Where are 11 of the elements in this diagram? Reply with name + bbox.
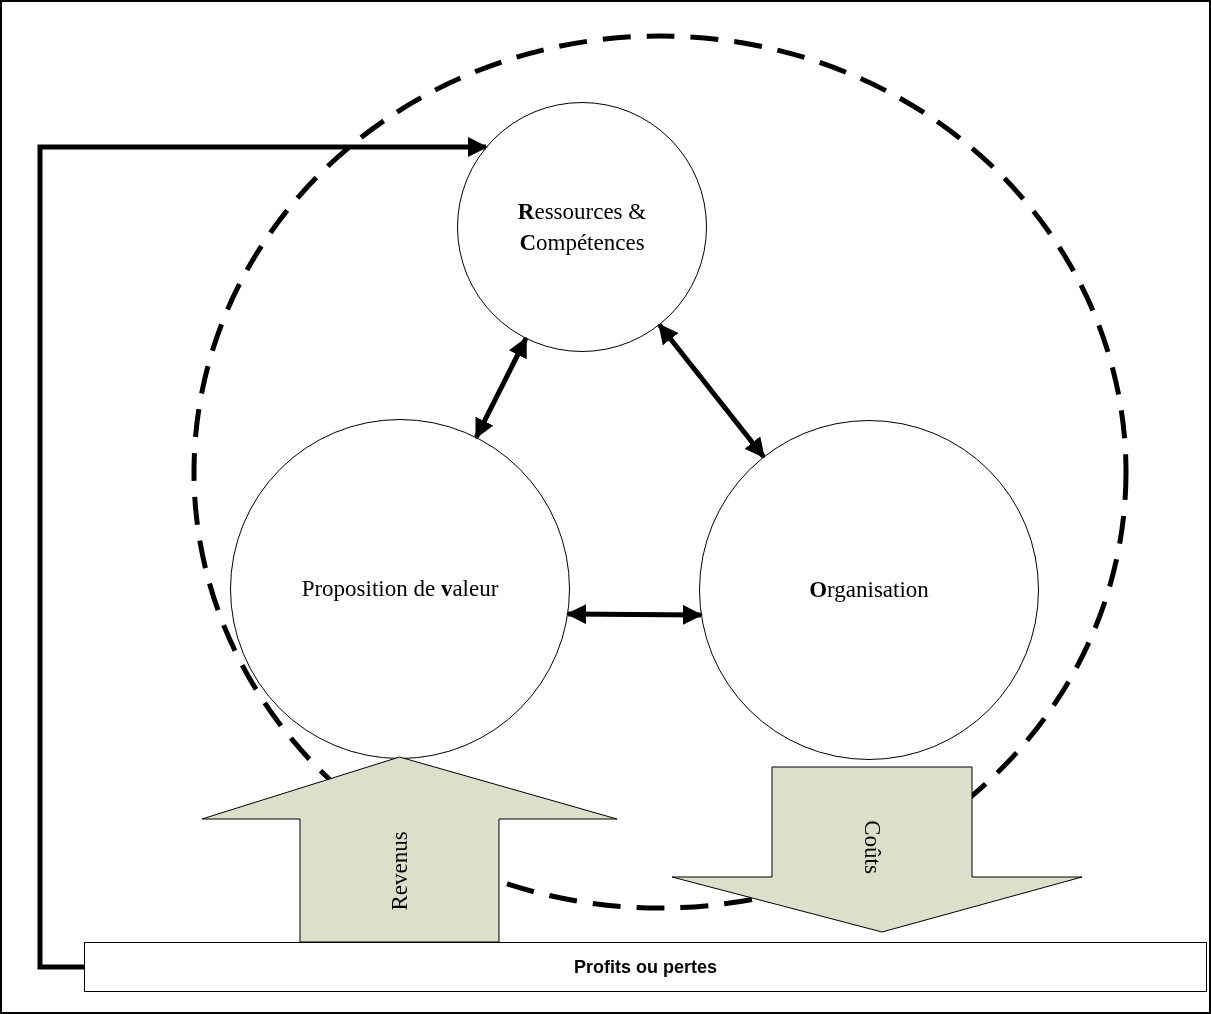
double-arrow [566,604,703,625]
double-arrow [657,323,766,459]
node-label: Organisation [809,576,929,605]
arrow-label: Coûts [858,820,886,874]
box-label: Profits ou pertes [574,956,717,978]
double-arrow [474,336,529,439]
result-box [84,942,1207,992]
arrow [37,137,488,970]
node-label: Proposition de valeur [301,575,499,604]
arrow-label: Revenus [386,830,413,911]
node-label: Ressources & Compétences [516,197,648,257]
